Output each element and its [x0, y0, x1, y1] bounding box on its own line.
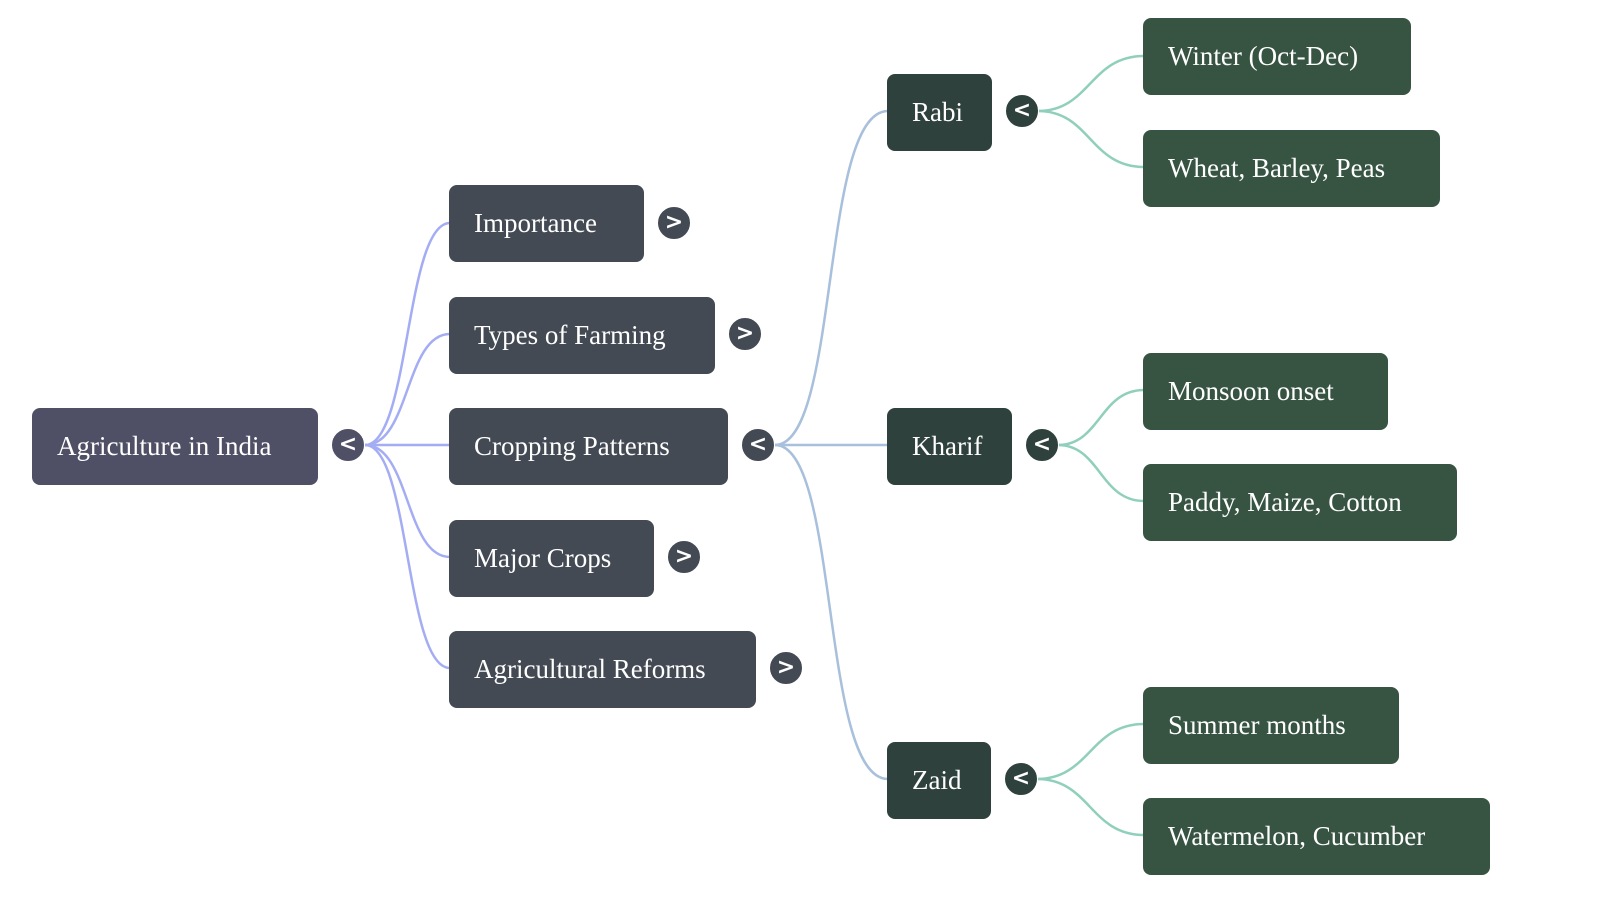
node-label: Monsoon onset [1168, 376, 1334, 406]
node-label: Major Crops [474, 543, 612, 573]
link-root-agricultural-reforms [364, 443, 451, 670]
expand-toggle-icon[interactable]: > [657, 206, 691, 240]
link-root-types-of-farming [364, 332, 451, 447]
node-label: Kharif [912, 431, 983, 461]
node-label: Paddy, Maize, Cotton [1168, 487, 1402, 517]
link-rabi-winter [1037, 54, 1145, 113]
node-rabi[interactable]: Rabi [887, 74, 992, 151]
node-monsoon-onset[interactable]: Monsoon onset [1143, 353, 1388, 430]
node-importance[interactable]: Importance [449, 185, 644, 262]
node-major-crops[interactable]: Major Crops [449, 520, 654, 597]
expand-toggle-icon[interactable]: > [728, 317, 762, 351]
collapse-toggle-icon[interactable]: < [741, 428, 775, 462]
node-paddy-maize-cotton[interactable]: Paddy, Maize, Cotton [1143, 464, 1457, 541]
link-cropping-rabi [774, 109, 889, 447]
node-label: Watermelon, Cucumber [1168, 821, 1426, 851]
node-agricultural-reforms[interactable]: Agricultural Reforms [449, 631, 756, 708]
collapse-toggle-icon[interactable]: < [331, 428, 365, 462]
link-kharif-paddy [1057, 443, 1145, 503]
node-kharif[interactable]: Kharif [887, 408, 1012, 485]
node-label: Wheat, Barley, Peas [1168, 153, 1386, 183]
link-kharif-monsoon [1057, 388, 1145, 447]
link-root-importance [364, 221, 451, 447]
node-winter-oct-dec[interactable]: Winter (Oct-Dec) [1143, 18, 1411, 95]
node-label: Zaid [912, 765, 962, 795]
node-zaid[interactable]: Zaid [887, 742, 991, 819]
node-label: Rabi [912, 97, 963, 127]
link-zaid-summer [1036, 722, 1145, 781]
node-label: Summer months [1168, 710, 1346, 740]
node-types-of-farming[interactable]: Types of Farming [449, 297, 715, 374]
link-rabi-wheat [1037, 109, 1145, 169]
node-label: Types of Farming [474, 320, 666, 350]
root-node-label: Agriculture in India [57, 431, 272, 461]
node-label: Importance [474, 208, 597, 238]
collapse-toggle-icon[interactable]: < [1005, 94, 1039, 128]
link-cropping-zaid [774, 443, 889, 781]
expand-toggle-icon[interactable]: > [769, 651, 803, 685]
node-watermelon-cucumber[interactable]: Watermelon, Cucumber [1143, 798, 1490, 875]
node-label: Cropping Patterns [474, 431, 670, 461]
node-summer-months[interactable]: Summer months [1143, 687, 1399, 764]
node-cropping-patterns[interactable]: Cropping Patterns [449, 408, 728, 485]
collapse-toggle-icon[interactable]: < [1004, 762, 1038, 796]
expand-toggle-icon[interactable]: > [667, 540, 701, 574]
node-wheat-barley-peas[interactable]: Wheat, Barley, Peas [1143, 130, 1440, 207]
node-label: Winter (Oct-Dec) [1168, 41, 1359, 71]
root-node[interactable]: Agriculture in India [32, 408, 318, 485]
link-zaid-watermelon [1036, 777, 1145, 837]
node-label: Agricultural Reforms [474, 654, 706, 684]
link-root-major-crops [364, 443, 451, 559]
collapse-toggle-icon[interactable]: < [1025, 428, 1059, 462]
